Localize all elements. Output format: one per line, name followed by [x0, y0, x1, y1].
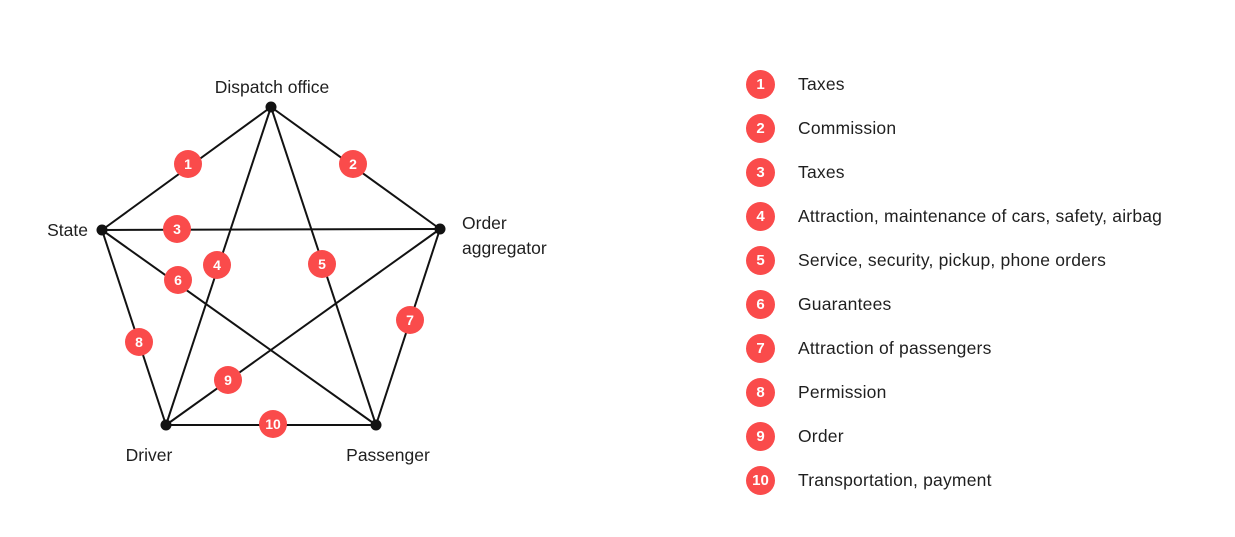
legend-label: Order	[798, 426, 844, 446]
edge-state-order-aggregator	[101, 228, 441, 231]
legend: 1 Taxes 2 Commission 3 Taxes 4 Attractio…	[746, 70, 1162, 495]
node-dot-state	[96, 224, 108, 236]
legend-item: 10 Transportation, payment	[746, 466, 1162, 495]
edge-badge-5: 5	[308, 250, 336, 278]
legend-badge: 2	[746, 114, 775, 143]
node-dot-driver	[160, 419, 172, 431]
node-label-passenger: Passenger	[346, 445, 430, 465]
node-label-dispatch-office: Dispatch office	[215, 77, 329, 97]
edge-badge-4: 4	[203, 251, 231, 279]
node-dot-dispatch-office	[265, 101, 277, 113]
node-dot-order-aggregator	[434, 223, 446, 235]
node-label-order-aggregator: aggregator	[462, 238, 547, 258]
edge-badge-10: 10	[259, 410, 287, 438]
legend-label: Taxes	[798, 74, 845, 94]
legend-label: Permission	[798, 382, 887, 402]
legend-badge: 3	[746, 158, 775, 187]
edge-badge-8: 8	[125, 328, 153, 356]
legend-item: 3 Taxes	[746, 158, 1162, 187]
node-label-driver: Driver	[126, 445, 173, 465]
legend-item: 4 Attraction, maintenance of cars, safet…	[746, 202, 1162, 231]
edge-driver-order-aggregator	[165, 228, 441, 426]
edge-badge-2: 2	[339, 150, 367, 178]
node-dot-passenger	[370, 419, 382, 431]
edge-badge-1: 1	[174, 150, 202, 178]
legend-label: Commission	[798, 118, 897, 138]
svg-text:5: 5	[318, 256, 326, 272]
svg-text:6: 6	[174, 272, 182, 288]
legend-item: 6 Guarantees	[746, 290, 1162, 319]
legend-label: Taxes	[798, 162, 845, 182]
legend-label: Attraction of passengers	[798, 338, 992, 358]
edge-badge-9: 9	[214, 366, 242, 394]
svg-text:7: 7	[406, 312, 414, 328]
legend-item: 2 Commission	[746, 114, 1162, 143]
legend-label: Attraction, maintenance of cars, safety,…	[798, 206, 1163, 226]
svg-text:1: 1	[184, 156, 192, 172]
legend-label: Transportation, payment	[798, 470, 992, 490]
legend-label: Service, security, pickup, phone orders	[798, 250, 1107, 270]
legend-badge: 7	[746, 334, 775, 363]
svg-text:2: 2	[349, 156, 357, 172]
legend-badge: 1	[746, 70, 775, 99]
edge-badge-7: 7	[396, 306, 424, 334]
edge-badge-3: 3	[163, 215, 191, 243]
node-label-order-aggregator: Order	[462, 213, 507, 233]
legend-item: 9 Order	[746, 422, 1162, 451]
node-label-state: State	[47, 220, 88, 240]
svg-text:4: 4	[213, 257, 221, 273]
legend-item: 5 Service, security, pickup, phone order…	[746, 246, 1162, 275]
svg-text:8: 8	[135, 334, 143, 350]
legend-badge: 10	[746, 466, 775, 495]
legend-item: 7 Attraction of passengers	[746, 334, 1162, 363]
legend-item: 1 Taxes	[746, 70, 1162, 99]
legend-badge: 6	[746, 290, 775, 319]
legend-badge: 8	[746, 378, 775, 407]
legend-item: 8 Permission	[746, 378, 1162, 407]
edge-badge-6: 6	[164, 266, 192, 294]
svg-text:3: 3	[173, 221, 181, 237]
edge-state-passenger	[101, 229, 377, 426]
svg-text:9: 9	[224, 372, 232, 388]
edge-state-driver	[101, 229, 167, 426]
svg-text:10: 10	[265, 416, 281, 432]
legend-label: Guarantees	[798, 294, 892, 314]
legend-badge: 5	[746, 246, 775, 275]
legend-badge: 4	[746, 202, 775, 231]
legend-badge: 9	[746, 422, 775, 451]
